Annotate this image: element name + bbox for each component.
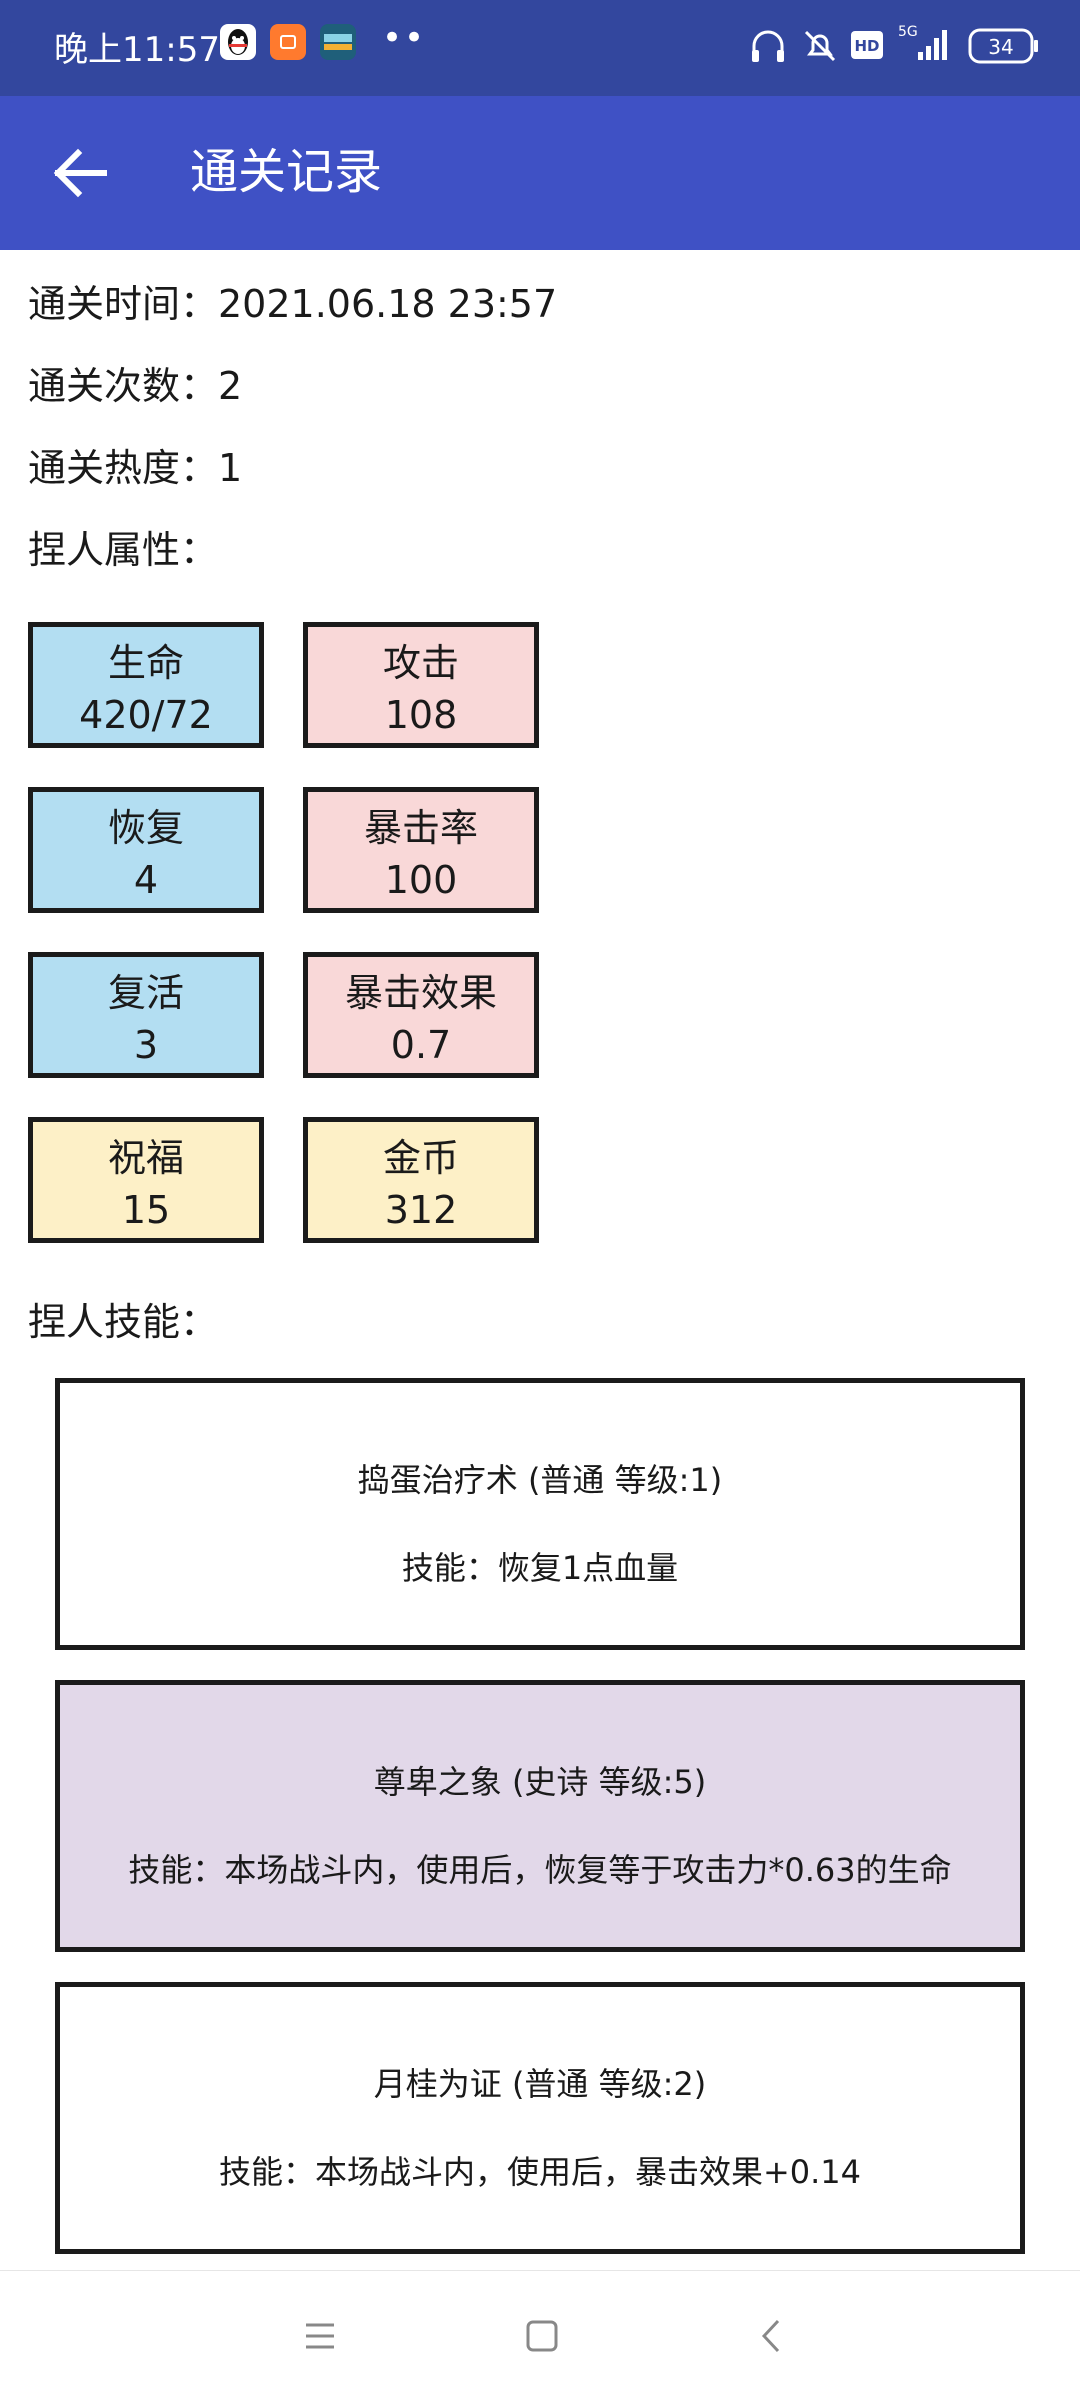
clear-time: 通关时间：2021.06.18 23:57 [28, 282, 558, 326]
skill-name: 月桂为证 (普通 等级:2) [373, 2065, 707, 2103]
attr-card-crit-effect: 暴击效果 0.7 [303, 952, 539, 1078]
network-label: 5G [898, 24, 918, 40]
status-bar: 晚上11:57 •• HD 5G 34 [0, 0, 1080, 96]
arrow-left-icon [53, 148, 107, 198]
skill-name: 捣蛋治疗术 (普通 等级:1) [357, 1461, 723, 1499]
home-square-icon [526, 2320, 558, 2352]
skill-description: 技能：本场战斗内，使用后，暴击效果+0.14 [218, 2153, 862, 2191]
attr-value: 108 [384, 693, 458, 737]
attr-label: 暴击率 [363, 806, 478, 850]
attr-value: 15 [121, 1188, 171, 1232]
hd-icon: HD [850, 30, 884, 64]
attr-label: 恢复 [107, 806, 184, 850]
home-button[interactable] [502, 2301, 582, 2371]
clear-count: 通关次数：2 [28, 364, 243, 408]
skill-card: 月桂为证 (普通 等级:2) 技能：本场战斗内，使用后，暴击效果+0.14 [55, 1982, 1025, 2254]
attr-card-gold: 金币 312 [303, 1117, 539, 1243]
attr-label: 暴击效果 [344, 971, 497, 1015]
signal-icon: 5G [896, 22, 956, 70]
battery-level: 34 [988, 35, 1013, 59]
skill-card: 捣蛋治疗术 (普通 等级:1) 技能：恢复1点血量 [55, 1378, 1025, 1650]
skills-heading: 捏人技能： [28, 1300, 219, 1344]
game-app-notification-icon [320, 24, 356, 60]
attr-value: 0.7 [390, 1023, 452, 1067]
attr-label: 金币 [382, 1136, 459, 1180]
qq-notification-icon [220, 24, 256, 60]
recent-apps-button[interactable] [280, 2301, 360, 2371]
skill-description: 技能：恢复1点血量 [401, 1549, 679, 1587]
attr-card-crit-rate: 暴击率 100 [303, 787, 539, 913]
skill-name: 尊卑之象 (史诗 等级:5) [373, 1763, 707, 1801]
attr-value: 4 [133, 858, 159, 902]
attributes-heading: 捏人属性： [28, 528, 219, 572]
attr-label: 生命 [107, 641, 184, 685]
status-time: 晚上11:57 [54, 30, 220, 70]
back-button[interactable] [40, 133, 120, 213]
attr-label: 攻击 [382, 641, 459, 685]
bell-muted-icon [800, 26, 840, 70]
attr-card-revive: 复活 3 [28, 952, 264, 1078]
attr-value: 312 [384, 1188, 458, 1232]
attr-card-blessing: 祝福 15 [28, 1117, 264, 1243]
svg-text:HD: HD [854, 37, 879, 55]
battery-icon: 34 [968, 28, 1040, 68]
back-nav-button[interactable] [730, 2301, 810, 2371]
page-title: 通关记录 [190, 144, 383, 200]
attr-label: 复活 [107, 971, 184, 1015]
attr-value: 100 [384, 858, 458, 902]
menu-icon [306, 2323, 334, 2349]
attr-card-attack: 攻击 108 [303, 622, 539, 748]
mi-store-notification-icon [270, 24, 306, 60]
chevron-left-icon [761, 2319, 780, 2353]
more-notifications-icon: •• [382, 18, 427, 58]
app-bar: 通关记录 [0, 96, 1080, 250]
clear-heat: 通关热度：1 [28, 446, 243, 490]
attr-value: 420/72 [79, 693, 213, 737]
skill-description: 技能：本场战斗内，使用后，恢复等于攻击力*0.63的生命 [128, 1851, 952, 1889]
attr-value: 3 [133, 1023, 159, 1067]
navigation-bar [0, 2270, 1080, 2401]
attr-card-hp: 生命 420/72 [28, 622, 264, 748]
attr-card-recovery: 恢复 4 [28, 787, 264, 913]
attr-label: 祝福 [107, 1136, 184, 1180]
headset-icon [748, 26, 788, 70]
skill-card: 尊卑之象 (史诗 等级:5) 技能：本场战斗内，使用后，恢复等于攻击力*0.63… [55, 1680, 1025, 1952]
